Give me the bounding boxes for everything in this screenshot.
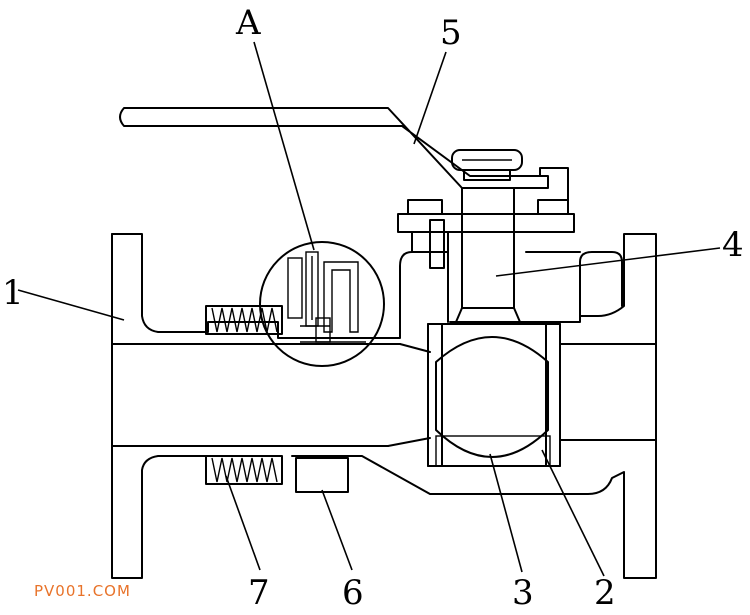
valve-seats: [427, 323, 561, 467]
leader-7: [225, 475, 261, 571]
part-labels: A 1 5 4 7 6 3 2: [2, 3, 744, 613]
label-1: 1: [2, 273, 24, 313]
handle-lever: [119, 107, 549, 189]
label-6: 6: [342, 573, 364, 613]
block-part-6: [295, 457, 349, 493]
stop-bracket: [537, 167, 569, 215]
leader-lines: [17, 41, 721, 577]
leader-1: [17, 289, 125, 321]
valve-stem: [449, 187, 527, 323]
watermark-text: PV001.COM: [34, 582, 131, 600]
label-2: 2: [594, 573, 616, 613]
label-3: 3: [512, 573, 534, 613]
leader-6: [321, 489, 353, 571]
label-a: A: [235, 3, 261, 43]
ball: [435, 336, 549, 458]
leader-a: [253, 41, 315, 251]
gland-bonnet: [397, 199, 575, 269]
leader-2: [541, 449, 605, 577]
label-4: 4: [722, 225, 744, 265]
leader-4: [495, 247, 721, 277]
valve-body: [111, 233, 657, 579]
detail-circle-a: [259, 241, 385, 367]
upper-spring: [205, 305, 283, 335]
leader-3: [489, 453, 523, 573]
leader-5: [413, 51, 447, 145]
handle-nut: [451, 149, 523, 181]
label-7: 7: [248, 573, 270, 613]
label-5: 5: [440, 13, 462, 53]
lower-spring: [205, 455, 283, 485]
